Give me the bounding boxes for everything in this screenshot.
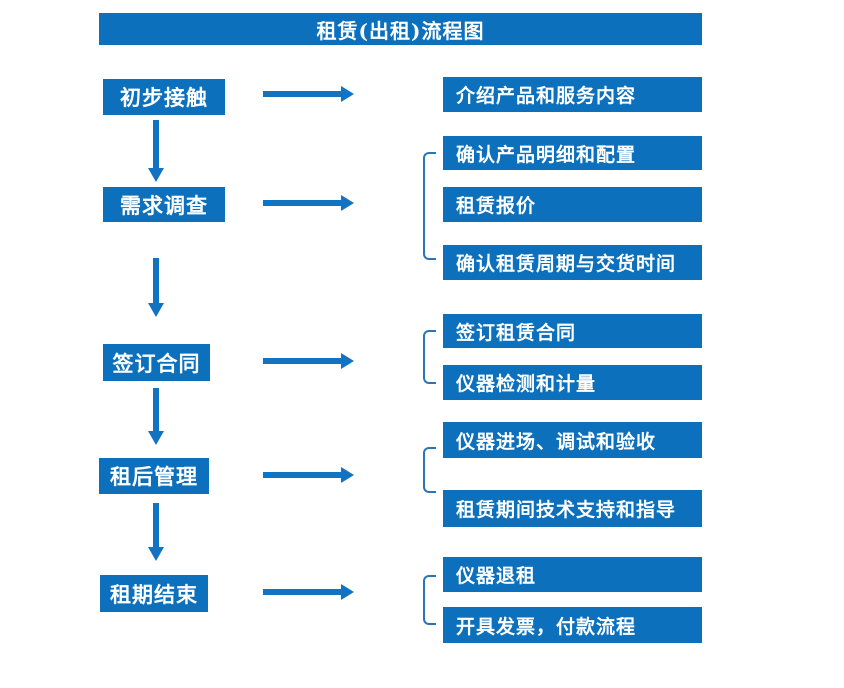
detail-box-instrument-testing: 仪器检测和计量 — [443, 365, 702, 400]
detail-box-confirm-period-delivery: 确认租赁周期与交货时间 — [443, 245, 702, 280]
detail-box-invoice-payment: 开具发票，付款流程 — [443, 607, 702, 643]
step-box-post-rental-management: 租后管理 — [99, 458, 209, 494]
detail-box-sign-rental-contract: 签订租赁合同 — [443, 314, 702, 348]
flowchart-title: 租赁(出租)流程图 — [99, 13, 702, 45]
step-box-rental-end: 租期结束 — [100, 575, 208, 612]
detail-box-instrument-return: 仪器退租 — [443, 557, 702, 592]
group-bracket — [423, 575, 436, 625]
step-box-initial-contact: 初步接触 — [103, 79, 225, 115]
step-box-sign-contract: 签订合同 — [103, 344, 210, 381]
detail-box-introduce-products: 介绍产品和服务内容 — [443, 77, 702, 112]
group-bracket — [423, 447, 436, 493]
step-box-needs-survey: 需求调查 — [103, 187, 225, 222]
detail-box-tech-support: 租赁期间技术支持和指导 — [443, 490, 702, 527]
group-bracket — [423, 330, 436, 384]
detail-box-rental-quote: 租赁报价 — [443, 187, 702, 222]
detail-box-instrument-setup-acceptance: 仪器进场、调试和验收 — [443, 422, 702, 458]
group-bracket — [423, 152, 436, 260]
detail-box-confirm-product-config: 确认产品明细和配置 — [443, 136, 702, 170]
